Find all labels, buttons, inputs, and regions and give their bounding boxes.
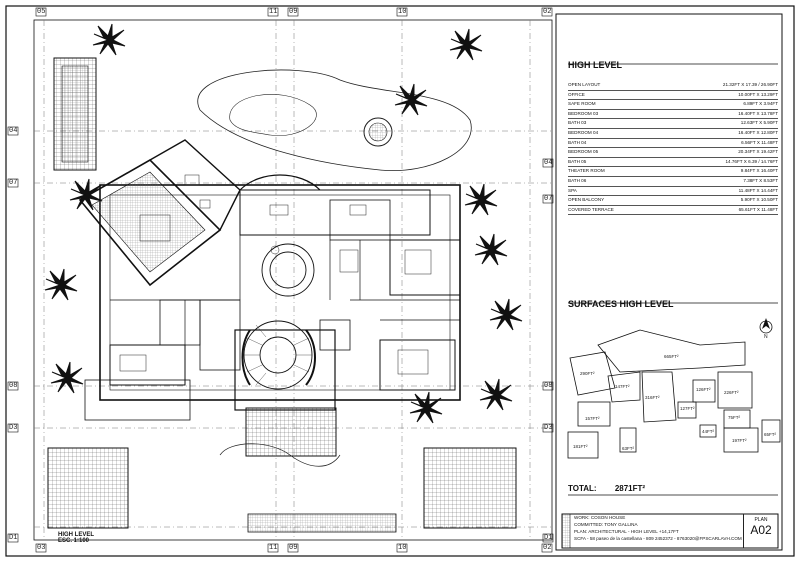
room-name: BEDROOM 03 xyxy=(568,110,599,116)
room-row: THEATER ROOM 9.84FT x 16.40FT xyxy=(568,167,778,177)
room-row: BEDROOM 05 20.34FT x 19.42FT xyxy=(568,148,778,158)
total-label: TOTAL: xyxy=(568,484,597,493)
grid-tag-bottom-1: 03 xyxy=(37,544,46,552)
plan-number-box: PLAN A02 xyxy=(743,514,778,548)
room-name: BATH 03 xyxy=(568,120,587,126)
title-block-credit: SCFA - 58 paseo de la castellana - 809 2… xyxy=(574,536,742,541)
grid-tag-top-1: 05 xyxy=(37,8,46,16)
title-block-plan: PLAN: ARCHITECTURAL - HIGH LEVEL +14,17F… xyxy=(574,529,679,534)
room-row: BATH 04 6.56FT x 11.48FT xyxy=(568,139,778,149)
area-label: 147FT² xyxy=(615,384,630,389)
grid-tag-right-3: 08 xyxy=(544,382,553,390)
plan-caption-title: HIGH LEVEL xyxy=(58,532,95,538)
room-dims: 11.48FT x 14.44FT xyxy=(738,187,778,193)
room-name: THEATER ROOM xyxy=(568,168,605,174)
room-schedule-table: OPEN LAYOUT 21.32FT x 17.39 / 26.90FT OFF… xyxy=(568,81,778,216)
area-label: 126FT² xyxy=(696,387,711,392)
grid-tag-top-4: 10 xyxy=(398,8,407,16)
plan-caption-scale: ESC. 1:100 xyxy=(58,538,90,544)
plan-number-label: PLAN xyxy=(754,517,768,523)
area-label: 65FT² xyxy=(764,432,777,437)
area-label: 157FT² xyxy=(585,416,600,421)
room-dims: 16.40FT x 12.80FT xyxy=(738,129,778,135)
room-dims: 65.61FT x 11.48FT xyxy=(738,206,778,212)
grid-tag-left-1: 04 xyxy=(9,127,18,135)
grid-tag-left-5: D1 xyxy=(9,534,18,542)
room-row: BATH 05 14.76FT x 6.39 / 14.76FT xyxy=(568,158,778,168)
grid-tag-bottom-4: 10 xyxy=(398,544,407,552)
area-label: 181FT² xyxy=(573,444,588,449)
room-name: BEDROOM 05 xyxy=(568,149,599,155)
title-block: WORK: COSON HOUSE COMMITTED: TONY GALLIN… xyxy=(564,514,778,550)
room-dims: 20.34FT x 19.42FT xyxy=(738,149,778,155)
title-block-work: WORK: COSON HOUSE xyxy=(574,515,626,520)
grid-tag-top-3: 09 xyxy=(289,8,298,16)
high-level-title: HIGH LEVEL xyxy=(568,60,623,70)
plan-caption: HIGH LEVEL ESC. 1:100 xyxy=(58,532,94,544)
room-dims: 5.90FT x 10.50FT xyxy=(740,197,778,203)
room-dims: 7.38FT x 8.53FT xyxy=(743,177,778,183)
room-dims: 9.84FT x 16.40FT xyxy=(740,168,778,174)
room-dims: 6.89FT x 3.94FT xyxy=(743,101,778,107)
north-arrow-label: N xyxy=(764,334,768,340)
grid-tag-right-1: 04 xyxy=(544,159,553,167)
grid-tag-left-4: D3 xyxy=(9,424,18,432)
area-label: 197FT² xyxy=(732,438,747,443)
room-dims: 12.63FT x 5.90FT xyxy=(740,120,778,126)
room-row: OFFICE 10.00FT x 13.29FT xyxy=(568,91,778,101)
grid-tag-right-5: D1 xyxy=(544,534,553,542)
plan-number: A02 xyxy=(750,523,772,537)
room-name: OPEN BALCONY xyxy=(568,197,605,203)
room-name: COVERED TERRACE xyxy=(568,206,614,212)
room-row: BATH 03 12.63FT x 5.90FT xyxy=(568,119,778,129)
area-label: 127FT² xyxy=(680,406,695,411)
total-row: TOTAL: 2871FT² xyxy=(568,484,778,493)
room-dims: 16.40FT x 13.78FT xyxy=(738,110,778,116)
grid-tag-left-3: 08 xyxy=(9,382,18,390)
grid-tag-bottom-5: 02 xyxy=(543,544,552,552)
room-name: SAFE ROOM xyxy=(568,101,596,107)
area-label: 316FT² xyxy=(645,395,660,400)
grid-tag-bottom-2: 11 xyxy=(269,544,278,552)
room-row: OPEN LAYOUT 21.32FT x 17.39 / 26.90FT xyxy=(568,81,778,91)
area-label: 290FT² xyxy=(580,371,595,376)
room-name: OPEN LAYOUT xyxy=(568,82,601,87)
title-block-commited: COMMITTED: TONY GALLINA xyxy=(574,522,638,527)
room-row: COVERED TERRACE 65.61FT x 11.48FT xyxy=(568,206,778,216)
room-name: SPA xyxy=(568,187,577,193)
area-label: 44FT² xyxy=(702,429,715,434)
room-dims: 6.56FT x 11.48FT xyxy=(741,139,778,145)
room-row: SAFE ROOM 6.89FT x 3.94FT xyxy=(568,100,778,110)
room-dims: 14.76FT x 6.39 / 14.76FT xyxy=(725,158,778,164)
grid-tag-right-2: 07 xyxy=(544,195,553,203)
room-name: OFFICE xyxy=(568,91,585,97)
room-row: OPEN BALCONY 5.90FT x 10.50FT xyxy=(568,196,778,206)
room-name: BEDROOM 04 xyxy=(568,129,599,135)
room-dims: 10.00FT x 13.29FT xyxy=(738,91,778,97)
room-row: BEDROOM 03 16.40FT x 13.78FT xyxy=(568,110,778,120)
room-name: BATH 05 xyxy=(568,158,587,164)
grid-tag-bottom-3: 09 xyxy=(289,544,298,552)
grid-tag-left-2: 07 xyxy=(9,179,18,187)
room-name: BATH 06 xyxy=(568,177,587,183)
room-dims: 21.32FT x 17.39 / 26.90FT xyxy=(722,82,778,87)
area-label: 665FT² xyxy=(664,354,679,359)
room-name: BATH 04 xyxy=(568,139,587,145)
grid-tag-top-5: 02 xyxy=(543,8,552,16)
room-row: SPA 11.48FT x 14.44FT xyxy=(568,187,778,197)
surfaces-title: SURFACES HIGH LEVEL xyxy=(568,299,674,309)
room-row: BEDROOM 04 16.40FT x 12.80FT xyxy=(568,129,778,139)
area-label: 63FT² xyxy=(622,446,635,451)
legend-panel: HIGH LEVEL OPEN LAYOUT 21.32FT x 17.39 / … xyxy=(556,14,782,550)
area-label: 226FT² xyxy=(724,390,739,395)
total-value: 2871FT² xyxy=(614,484,646,493)
grid-tag-top-2: 11 xyxy=(269,8,278,16)
grid-tag-right-4: D3 xyxy=(544,424,553,432)
area-label: 75FT² xyxy=(728,415,741,420)
room-row: BATH 06 7.38FT x 8.53FT xyxy=(568,177,778,187)
